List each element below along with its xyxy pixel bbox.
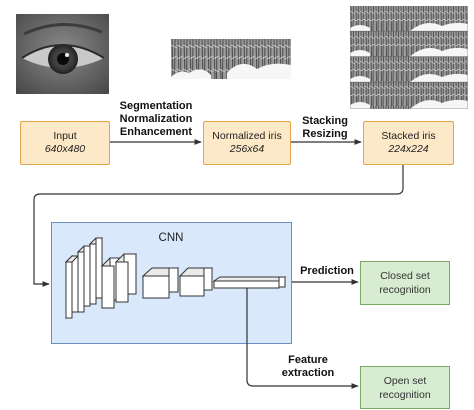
closed-set-line2: recognition (379, 284, 431, 296)
normalized-iris-box-size: 256x64 (229, 143, 265, 155)
arrow-stacked-to-cnn (33, 164, 404, 287)
eye-photo-image (16, 14, 109, 94)
normalized-iris-box-title: Normalized iris (212, 130, 282, 142)
feature-extraction-label: Feature extraction (272, 354, 344, 380)
normalization-label: Normalization (119, 113, 193, 125)
cnn-layer-2 (76, 245, 92, 313)
normalized-iris-box: Normalized iris 256x64 (203, 121, 291, 165)
input-box-title: Input (53, 130, 77, 142)
cnn-layer-5 (114, 253, 138, 303)
enhancement-label: Enhancement (119, 126, 193, 138)
feature-label-line1: Feature (288, 354, 328, 366)
segmentation-label: Segmentation (119, 100, 193, 112)
stacking-label: Stacking (302, 115, 348, 127)
feature-label-line2: extraction (281, 367, 335, 379)
prediction-label: Prediction (300, 265, 354, 277)
cnn-layer-7 (178, 267, 214, 297)
preprocessing-step-label: Segmentation Normalization Enhancement (110, 100, 202, 139)
closed-set-line1: Closed set (380, 270, 430, 282)
cnn-fc-layer (212, 276, 287, 289)
cnn-layer-3 (88, 237, 104, 305)
input-box: Input 640x480 (20, 121, 110, 165)
normalized-iris-image (171, 39, 291, 79)
stacked-iris-box-title: Stacked iris (381, 130, 436, 142)
cnn-title: CNN (158, 232, 184, 244)
cnn-layer-1 (64, 254, 80, 320)
input-box-size: 640x480 (44, 143, 86, 155)
open-set-line2: recognition (379, 388, 431, 401)
stacking-step-label: Stacking Resizing (292, 115, 358, 141)
open-set-recognition-box: Open set recognition (360, 366, 450, 409)
cnn-layers (64, 237, 287, 320)
cnn-layer-6 (141, 267, 180, 299)
open-set-line1: Open set (383, 374, 427, 387)
stacked-iris-box-size: 224x224 (388, 143, 429, 155)
stacked-iris-box: Stacked iris 224x224 (363, 121, 454, 165)
resizing-label: Resizing (302, 128, 348, 140)
stacked-iris-image (350, 6, 468, 109)
closed-set-recognition-box: Closed set recognition (360, 261, 450, 305)
